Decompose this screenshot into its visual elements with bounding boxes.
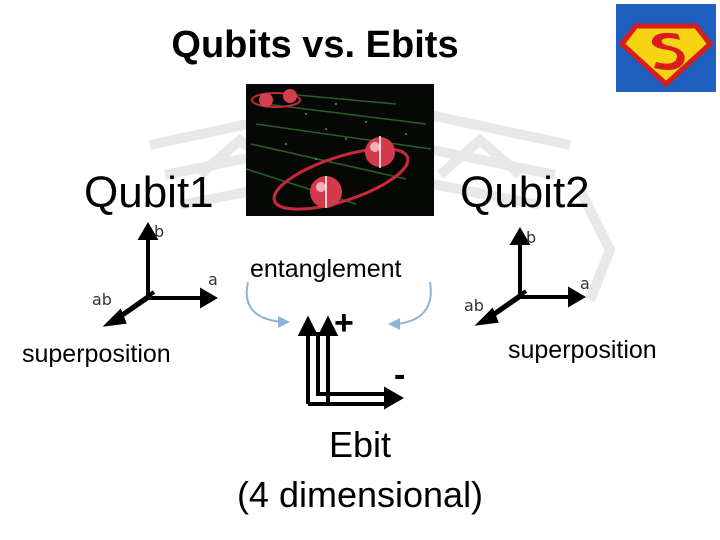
qubit2-axis-a: a: [580, 274, 590, 293]
right-arrowhead-icon: [388, 318, 400, 330]
entanglement-label: entanglement: [250, 255, 402, 283]
qubit2-label: Qubit2: [460, 168, 590, 217]
superman-logo-icon: [616, 4, 716, 92]
qubit1-axis-a: a: [208, 270, 218, 289]
left-arrowhead-icon: [278, 316, 290, 328]
qubit2-axis-ab: ab: [464, 296, 484, 315]
qubit2-axes-diagram: [474, 227, 586, 326]
right-curved-arrow: [395, 281, 432, 325]
entangled-particles-image: [245, 84, 434, 216]
qubit1-axes-diagram: [102, 222, 218, 327]
slide-title: Qubits vs. Ebits: [171, 24, 459, 66]
ebit-minus-sign: -: [394, 356, 406, 394]
qubit1-label: Qubit1: [84, 168, 214, 217]
ebit-plus-sign: +: [334, 304, 354, 342]
qubit1-axis-b: b: [154, 222, 165, 241]
qubit1-superposition-label: superposition: [22, 340, 171, 368]
entanglement-arrows: [245, 281, 432, 330]
ebit-axes-diagram: [297, 315, 405, 410]
qubit2-superposition-label: superposition: [508, 336, 657, 364]
ebit-dimension-label: (4 dimensional): [236, 474, 484, 515]
qubit2-axis-b: b: [526, 228, 537, 247]
qubit1-axis-ab: ab: [92, 290, 112, 309]
ebit-label: Ebit: [328, 424, 392, 465]
left-curved-arrow: [245, 281, 283, 323]
